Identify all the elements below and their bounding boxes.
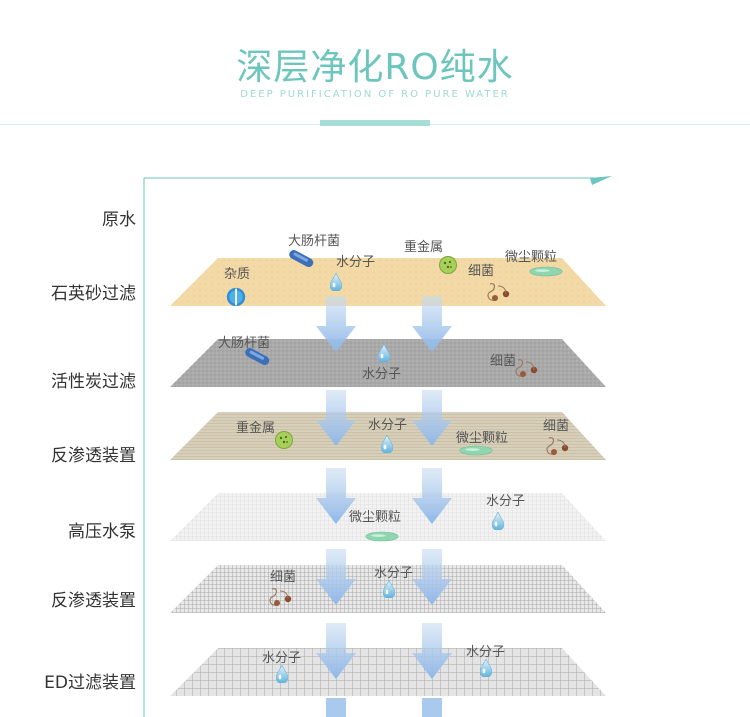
label-water-molecule: 水分子 — [368, 418, 407, 433]
dust-particle-icon — [459, 445, 493, 456]
label-water-molecule: 水分子 — [466, 645, 505, 660]
label-dust: 微尘颗粒 — [456, 431, 508, 446]
label-dust: 微尘颗粒 — [505, 250, 557, 265]
label-bacteria: 细菌 — [543, 419, 569, 434]
label-water-molecule: 水分子 — [262, 651, 301, 666]
stage-label-activated-carbon: 活性炭过滤 — [51, 372, 136, 392]
label-water-molecule: 水分子 — [336, 255, 375, 270]
label-bacteria: 细菌 — [270, 570, 296, 585]
dust-particle-icon — [365, 531, 399, 542]
stage-label-reverse-osmosis-2: 反渗透装置 — [51, 591, 136, 611]
label-bacteria: 细菌 — [468, 264, 494, 279]
label-water-molecule: 水分子 — [486, 494, 525, 509]
label-dust: 微尘颗粒 — [349, 510, 401, 525]
label-heavy-metal: 重金属 — [236, 420, 275, 436]
page-title: 深层净化RO纯水 — [236, 47, 514, 88]
label-impurity: 杂质 — [224, 267, 250, 282]
stage-label-high-pressure-pump: 高压水泵 — [68, 522, 136, 542]
header-accent-bar — [320, 120, 430, 126]
layer-ed-filter — [170, 648, 606, 696]
impurity-icon — [226, 287, 246, 307]
stage-label-reverse-osmosis-1: 反渗透装置 — [51, 446, 136, 466]
page-subtitle: DEEP PURIFICATION OF RO PURE WATER — [240, 89, 510, 100]
stage-label-ed-filter: ED过滤装置 — [44, 673, 136, 693]
stage-label-raw-water: 原水 — [102, 210, 136, 230]
label-heavy-metal: 重金属 — [404, 239, 443, 255]
axis-arrow-head — [590, 176, 612, 185]
layer-activated-carbon — [170, 339, 606, 387]
label-water-molecule: 水分子 — [362, 367, 401, 382]
heavy-metal-icon — [439, 256, 457, 274]
flow-arrow-tail — [422, 698, 442, 717]
layer-quartz-sand — [170, 258, 606, 306]
label-water-molecule: 水分子 — [374, 566, 413, 581]
label-bacteria: 细菌 — [490, 354, 516, 369]
flow-arrow-tail — [326, 698, 346, 717]
heavy-metal-icon — [275, 431, 293, 449]
label-ecoli: 大肠杆菌 — [218, 336, 270, 351]
stage-label-quartz-sand: 石英砂过滤 — [51, 284, 136, 304]
dust-particle-icon — [529, 266, 563, 277]
label-ecoli: 大肠杆菌 — [288, 234, 340, 249]
layer-reverse-osmosis-1 — [170, 412, 606, 460]
